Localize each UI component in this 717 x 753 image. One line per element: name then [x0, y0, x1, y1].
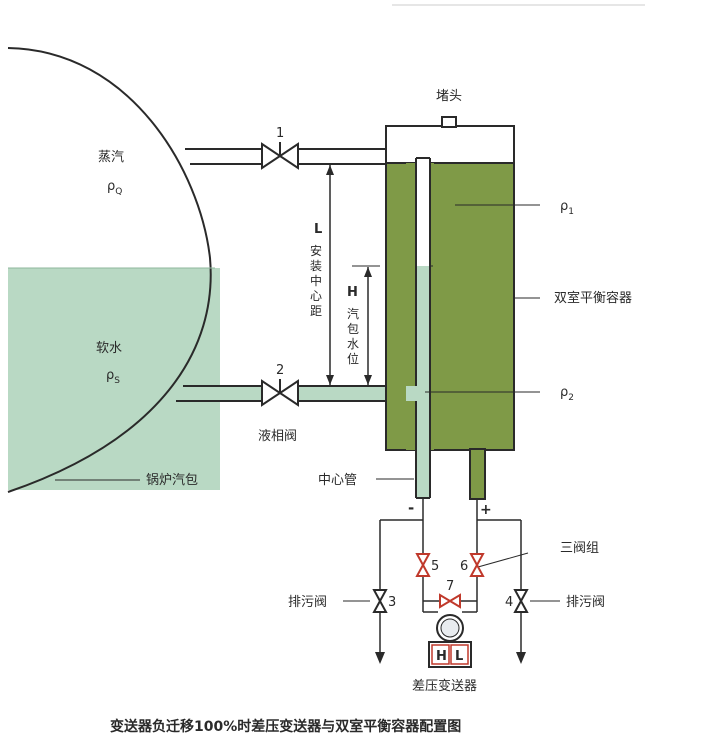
label-container: 双室平衡容器: [554, 290, 632, 306]
valve-7[interactable]: [439, 593, 461, 609]
valve-4[interactable]: [513, 589, 529, 613]
valve-6-number: 6: [460, 559, 468, 574]
dimension-H-desc-3: 水: [347, 337, 359, 351]
dimension-L: [326, 165, 334, 385]
label-rho2: ρ2: [560, 385, 574, 403]
dimension-H: [352, 265, 380, 385]
transmitter-port-H: [431, 644, 450, 665]
label-water: 软水: [96, 341, 122, 356]
valve-2[interactable]: [261, 379, 299, 407]
balance-container: [385, 116, 515, 500]
impulse-lines: [379, 499, 522, 656]
dimension-H-desc-1: 汽: [347, 306, 359, 321]
label-rho-s: ρS: [106, 368, 120, 386]
label-liquid-valve: 液相阀: [258, 429, 297, 444]
valve-5[interactable]: [415, 553, 431, 577]
dimension-L-desc-5: 距: [310, 304, 322, 318]
valve-5-number: 5: [431, 559, 439, 574]
valve-2-number: 2: [276, 363, 284, 378]
drain-right-arrow: [516, 652, 526, 664]
valve-6[interactable]: [469, 553, 485, 577]
transmitter-port-L-letter: L: [455, 649, 463, 664]
drum-water: [8, 268, 220, 490]
drum-outline: [7, 47, 212, 493]
boiler-drum: [7, 47, 220, 493]
label-three-valve: 三阀组: [560, 541, 599, 556]
dimension-L-letter: L: [314, 222, 322, 237]
dimension-H-desc-2: 包: [347, 322, 359, 336]
dp-transmitter: [428, 614, 472, 668]
valve-7-number: 7: [446, 579, 454, 594]
dimension-L-desc-4: 心: [310, 289, 322, 303]
dimension-H-desc-4: 位: [347, 351, 359, 366]
container-outlet: [469, 448, 486, 500]
container-liquid: [385, 162, 515, 451]
dimension-L-desc-3: 中: [310, 273, 322, 288]
label-drum: 锅炉汽包: [146, 472, 198, 488]
caption: 变送器负迁移100%时差压变送器与双室平衡容器配置图: [110, 718, 461, 735]
label-plug: 堵头: [436, 89, 462, 104]
plug: [441, 116, 457, 128]
dimension-H-letter: H: [347, 285, 358, 300]
label-center-tube: 中心管: [318, 473, 357, 488]
valve-1-number: 1: [276, 126, 284, 141]
drain-left-arrow: [375, 652, 385, 664]
label-minus: -: [408, 499, 414, 517]
valve-3-number: 3: [388, 595, 396, 610]
label-plus: +: [480, 502, 492, 518]
label-drain-right: 排污阀: [566, 595, 605, 610]
steam-pipe: [185, 148, 386, 165]
label-rho-q: ρQ: [107, 179, 122, 197]
dimension-L-desc-1: 安: [310, 243, 322, 258]
label-rho1: ρ1: [560, 199, 574, 217]
transmitter-port-L: [450, 644, 469, 665]
leader-lines: [55, 204, 560, 602]
valve-1[interactable]: [261, 142, 299, 170]
valve-4-number: 4: [505, 595, 513, 610]
valve-3[interactable]: [372, 589, 388, 613]
dimension-L-desc-2: 装: [310, 259, 322, 273]
label-drain-left: 排污阀: [288, 595, 327, 610]
label-transmitter: 差压变送器: [412, 678, 477, 694]
transmitter-port-H-letter: H: [436, 649, 447, 664]
label-steam: 蒸汽: [98, 150, 124, 165]
container-top-chamber: [385, 125, 515, 164]
